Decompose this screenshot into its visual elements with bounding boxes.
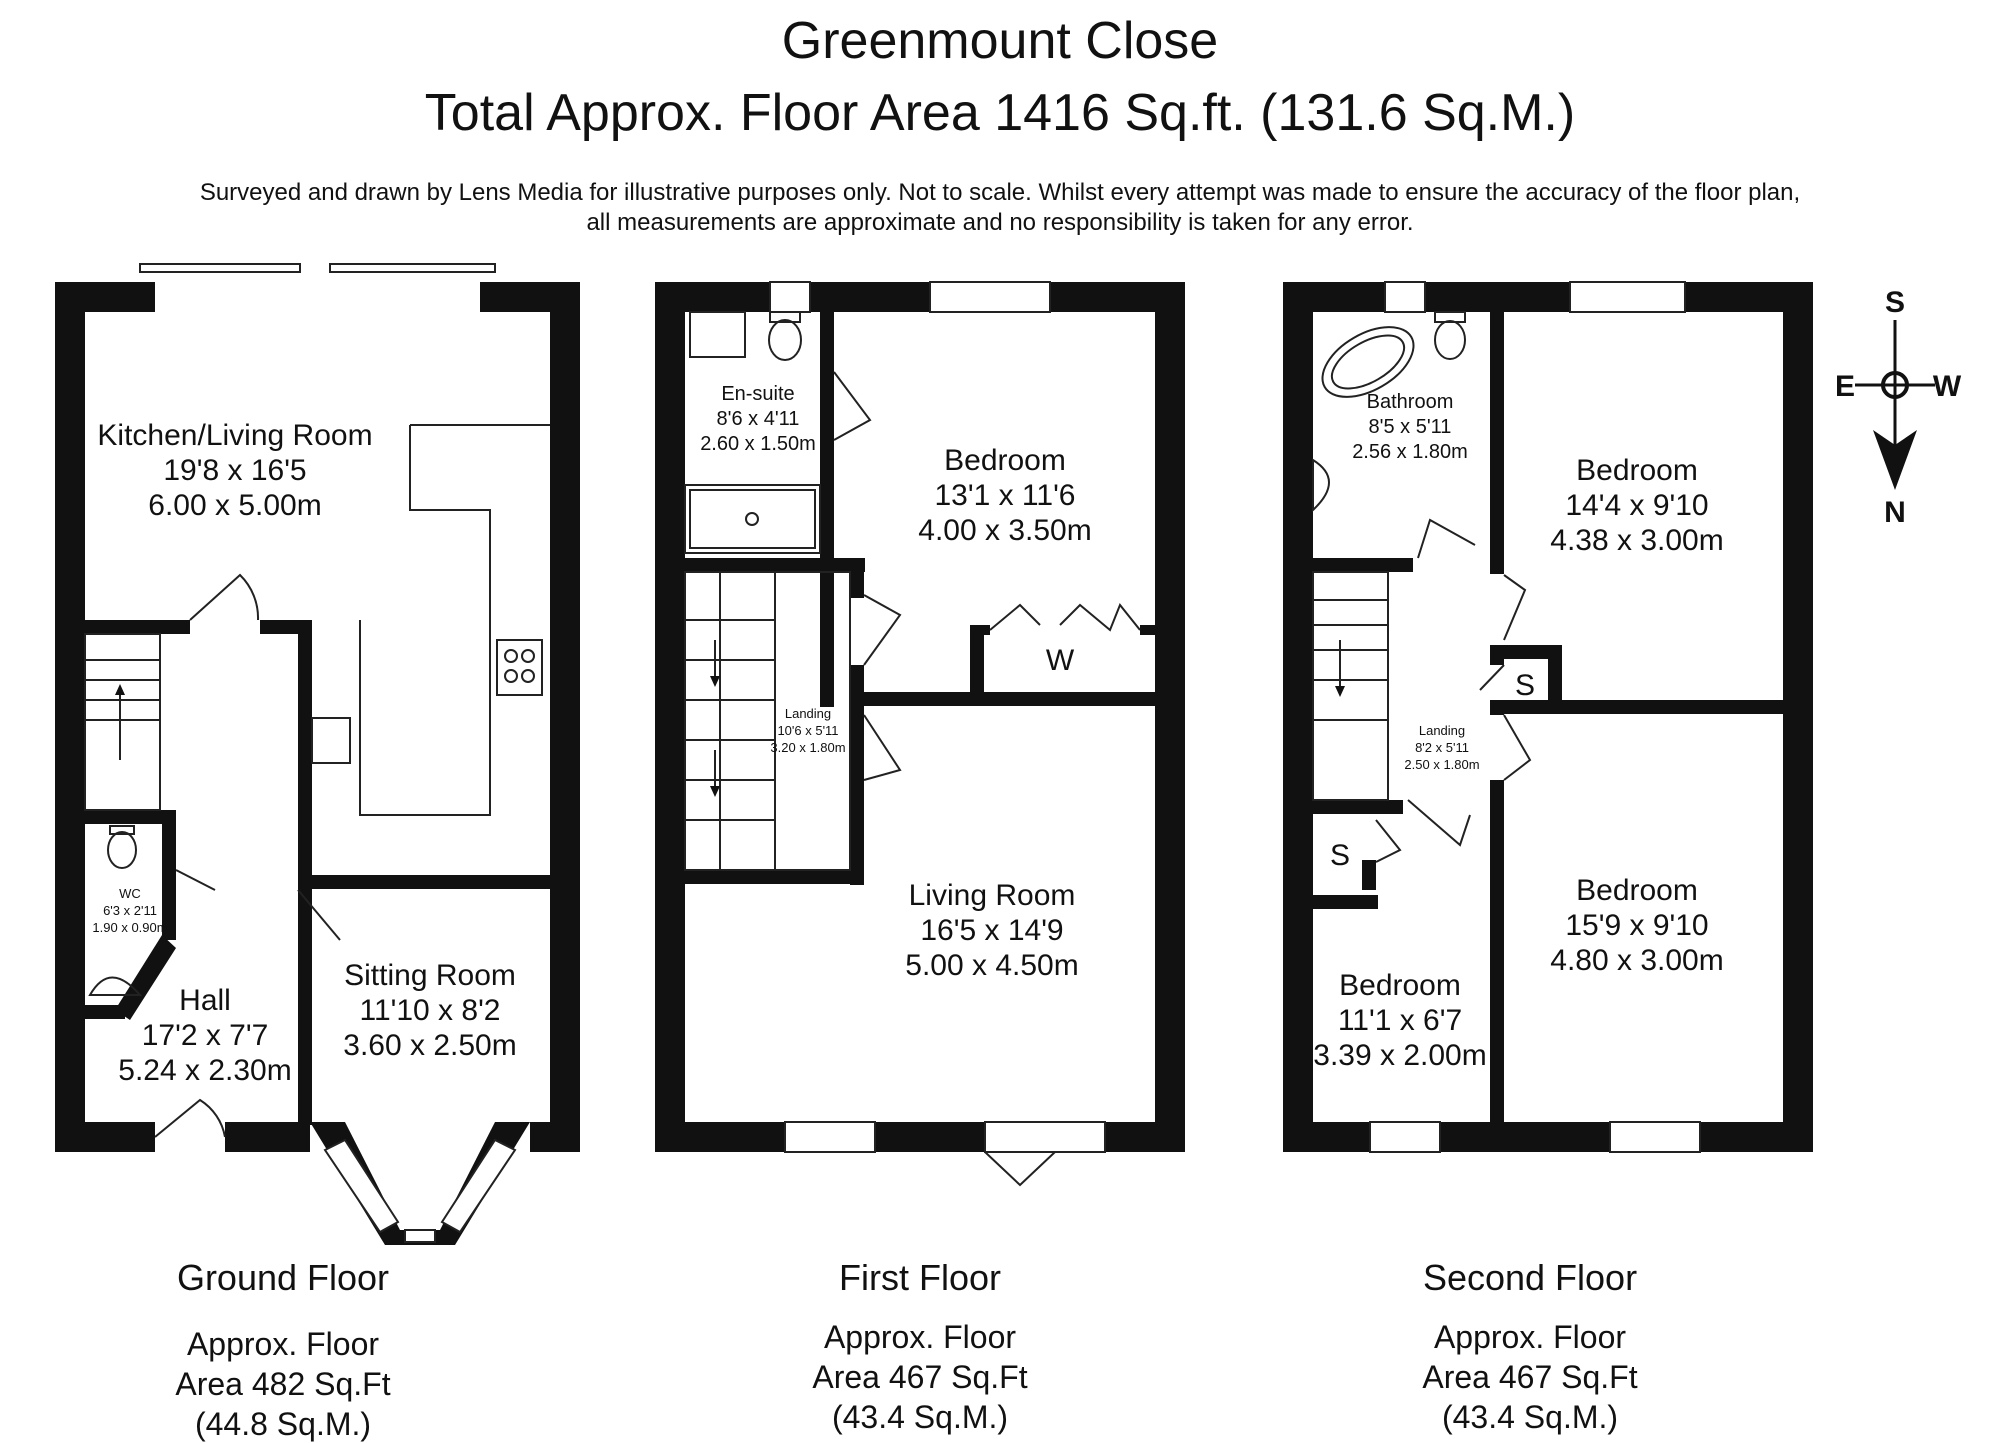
second-bedroom-1-metric: 4.38 x 3.00m [1550,524,1723,557]
first-landing-imperial: 10'6 x 5'11 [777,723,838,738]
ensuite-metric: 2.60 x 1.50m [700,433,816,455]
compass-s: S [1885,286,1905,319]
second-area-line-2: Area 467 Sq.Ft [1422,1359,1637,1395]
first-landing-metric: 3.20 x 1.80m [770,740,845,755]
ground-stairs [84,633,161,811]
first-stairs [684,571,851,871]
second-floor-plan: Bathroom 8'5 x 5'11 2.56 x 1.80m Bedroom… [1283,281,1813,1435]
compass-e: E [1835,370,1855,403]
kitchen-name: Kitchen/Living Room [97,419,372,452]
compass-w: W [1933,370,1962,403]
second-bedroom-1-name: Bedroom [1576,454,1698,487]
living-imperial: 16'5 x 14'9 [920,914,1063,947]
juliet-doors [984,1151,1056,1187]
compass-icon: S E W N [1835,286,1962,529]
disclaimer-line-1: Surveyed and drawn by Lens Media for ill… [200,179,1800,206]
second-area-line-3: (43.4 Sq.M.) [1442,1399,1618,1435]
sitting-name: Sitting Room [344,959,516,992]
first-bedroom-name: Bedroom [944,444,1066,477]
total-area: Total Approx. Floor Area 1416 Sq.ft. (13… [425,84,1575,142]
kitchen-metric: 6.00 x 5.00m [148,489,321,522]
property-title: Greenmount Close [782,12,1218,70]
ground-area-line-1: Approx. Floor [187,1326,379,1362]
wardrobe-label: W [1046,644,1075,677]
second-landing-metric: 2.50 x 1.80m [1404,757,1479,772]
storage-1-label: S [1515,669,1535,702]
first-landing-name: Landing [785,706,831,721]
first-area-line-2: Area 467 Sq.Ft [812,1359,1027,1395]
sliding-door-left [139,263,301,273]
bathroom-metric: 2.56 x 1.80m [1352,441,1468,463]
ensuite-name: En-suite [721,383,794,405]
kitchen-imperial: 19'8 x 16'5 [163,454,306,487]
first-area-line-3: (43.4 Sq.M.) [832,1399,1008,1435]
bathroom-imperial: 8'5 x 5'11 [1369,416,1452,438]
sitting-imperial: 11'10 x 8'2 [359,994,500,1027]
living-name: Living Room [909,879,1076,912]
second-landing-imperial: 8'2 x 5'11 [1415,740,1469,755]
wc-door [175,869,216,891]
first-bedroom-metric: 4.00 x 3.50m [918,514,1091,547]
bathroom-name: Bathroom [1367,391,1454,413]
sliding-door-right [329,263,496,273]
second-bedroom-2-imperial: 15'9 x 9'10 [1565,909,1708,942]
storage-2-label: S [1330,839,1350,872]
second-bedroom-3-name: Bedroom [1339,969,1461,1002]
hall-metric: 5.24 x 2.30m [118,1054,291,1087]
compass-n: N [1884,496,1906,529]
ground-floor-plan: Kitchen/Living Room 19'8 x 16'5 6.00 x 5… [55,263,580,1442]
second-area-line-1: Approx. Floor [1434,1319,1626,1355]
second-stairs [1312,571,1389,801]
wc-imperial: 6'3 x 2'11 [103,903,157,918]
wc-name: WC [119,886,141,901]
second-bedroom-3-metric: 3.39 x 2.00m [1313,1039,1486,1072]
ensuite-imperial: 8'6 x 4'11 [717,408,800,430]
second-bedroom-3-imperial: 11'1 x 6'7 [1338,1004,1462,1037]
disclaimer-line-2: all measurements are approximate and no … [586,209,1413,236]
ground-area-line-2: Area 482 Sq.Ft [175,1366,390,1402]
ground-floor-label: Ground Floor [177,1257,389,1298]
second-landing-name: Landing [1419,723,1465,738]
front-door [154,1098,226,1138]
second-bedroom-2-name: Bedroom [1576,874,1698,907]
living-metric: 5.00 x 4.50m [905,949,1078,982]
bay-window [310,1122,530,1245]
second-floor-label: Second Floor [1423,1257,1637,1298]
kitchen-door [189,573,260,621]
first-bedroom-imperial: 13'1 x 11'6 [934,479,1075,512]
wc-metric: 1.90 x 0.90m [92,920,167,935]
first-floor-label: First Floor [839,1257,1001,1298]
ground-area-line-3: (44.8 Sq.M.) [195,1406,371,1442]
second-bedroom-1-imperial: 14'4 x 9'10 [1565,489,1708,522]
sitting-room-door [297,889,341,941]
first-area-line-1: Approx. Floor [824,1319,1016,1355]
first-floor-plan: En-suite 8'6 x 4'11 2.60 x 1.50m Bedroom… [655,281,1185,1435]
sitting-metric: 3.60 x 2.50m [343,1029,516,1062]
second-bedroom-2-metric: 4.80 x 3.00m [1550,944,1723,977]
hall-imperial: 17'2 x 7'7 [142,1019,269,1052]
hall-name: Hall [179,984,231,1017]
